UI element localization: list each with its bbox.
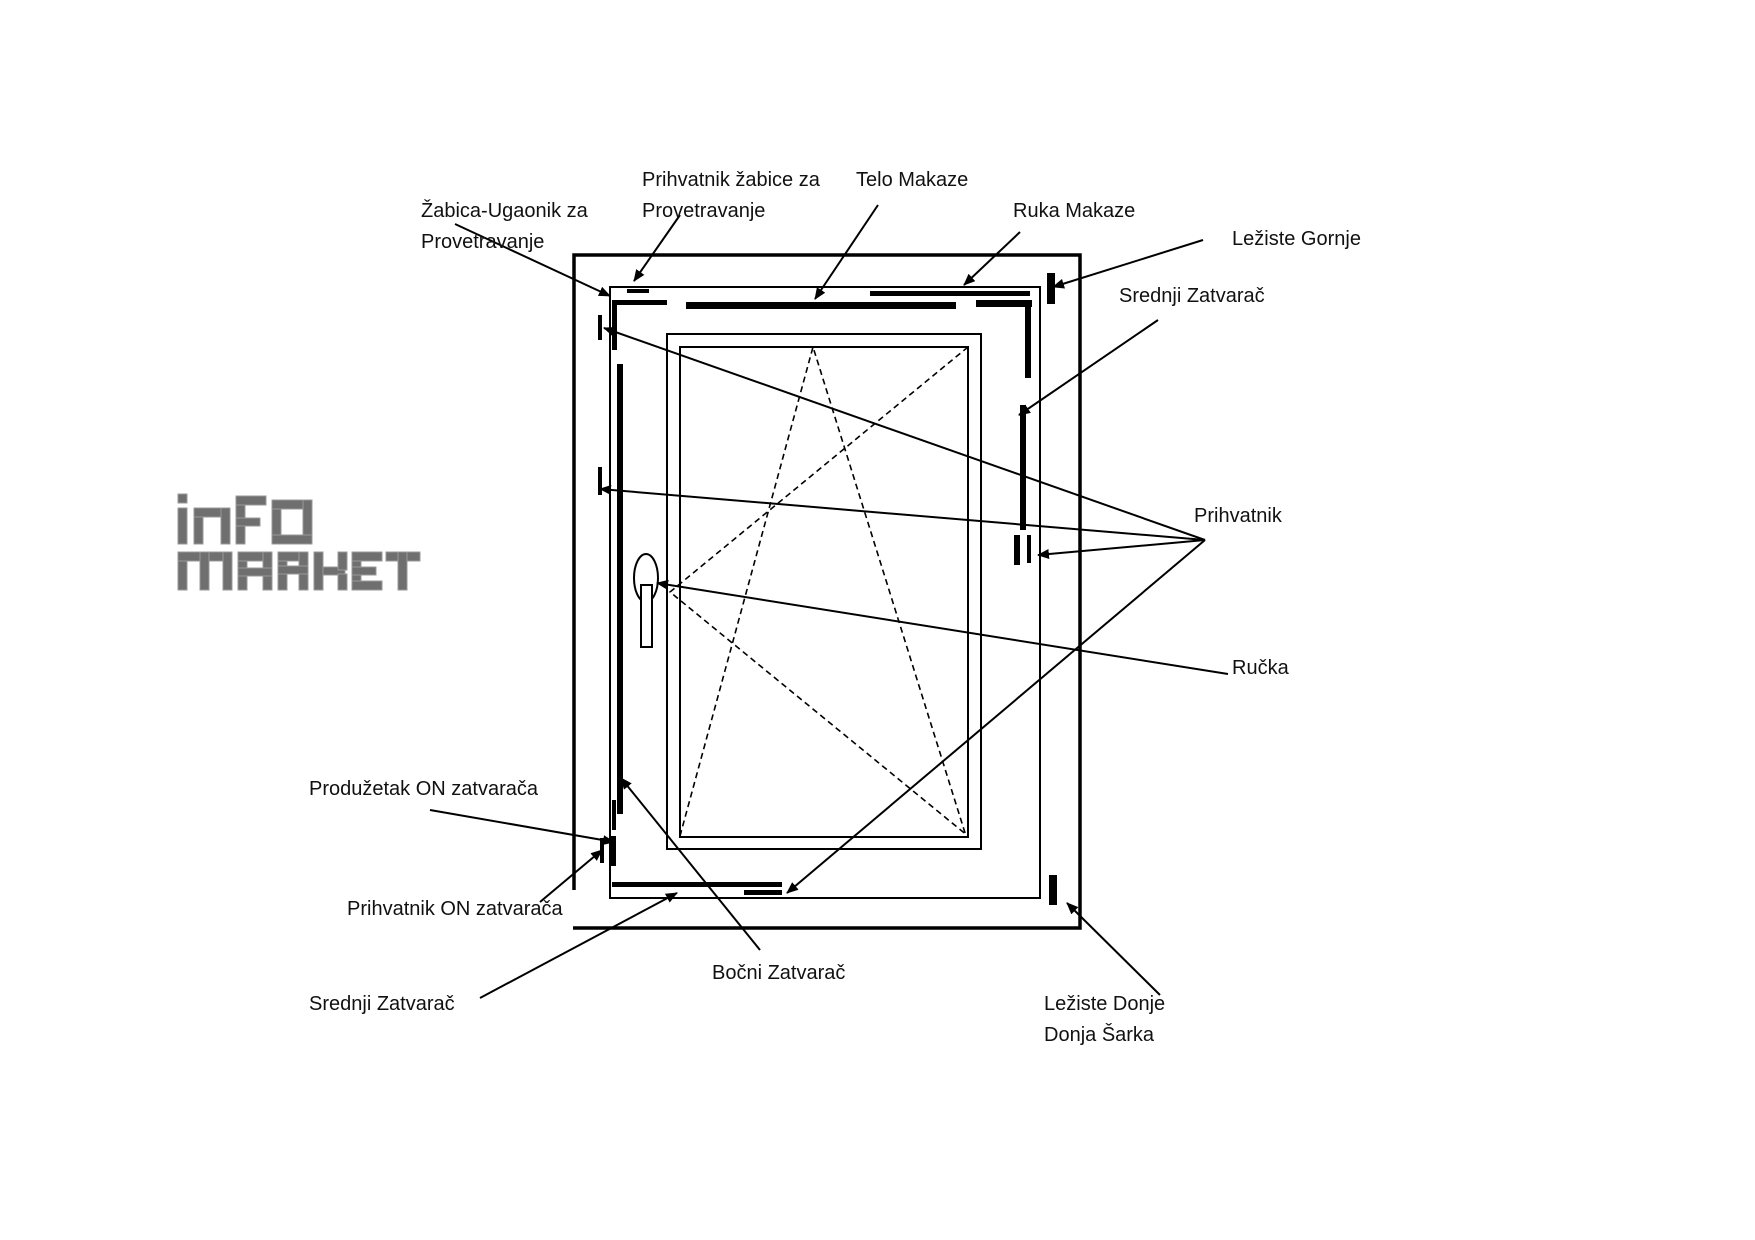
bocni-zatvarac-part xyxy=(617,364,623,814)
label-srednji-zatvarac-bottom: Srednji Zatvarač xyxy=(309,993,455,1015)
leziste-gornje-part xyxy=(1047,273,1055,304)
label-prihvatnik-on: Prihvatnik ON zatvarača xyxy=(347,898,563,920)
leziste-donje-part xyxy=(1049,875,1057,905)
srednji-zatvarac-right xyxy=(1020,405,1026,530)
label-zabica-ugaonik-line1: Žabica-Ugaonik za xyxy=(421,200,588,222)
label-srednji-zatvarac-top: Srednji Zatvarač xyxy=(1119,285,1265,307)
prihvatnik-left-mid xyxy=(598,467,602,495)
hardware xyxy=(598,273,1057,905)
info-market-logo xyxy=(176,490,422,594)
prihvatnik-on-part xyxy=(611,836,616,866)
label-telo-makaze: Telo Makaze xyxy=(856,169,969,191)
prihvatnik-right-2 xyxy=(1027,535,1031,563)
label-prihvatnik-zabice-line2: Provetravanje xyxy=(642,200,766,222)
label-leziste-gornje: Ležiste Gornje xyxy=(1232,228,1361,250)
label-zabica-ugaonik-line2: Provetravanje xyxy=(421,231,545,253)
ruka-makaze-part xyxy=(870,291,1030,296)
leader-lines xyxy=(429,204,1229,999)
label-zabica-ugaonik: Žabica-Ugaonik za Provetravanje xyxy=(421,196,588,258)
sash xyxy=(609,286,1041,899)
zabica-ugaonik-part-v xyxy=(612,300,617,350)
label-produzetak-on: Produžetak ON zatvarača xyxy=(309,778,538,800)
handle xyxy=(633,553,659,648)
srednji-zatvarac-bottom xyxy=(612,882,782,887)
prihvatnik-right xyxy=(1014,535,1020,565)
label-ruka-makaze: Ruka Makaze xyxy=(1013,200,1136,222)
prihvatnik-zabice-part xyxy=(627,289,649,293)
label-rucka: Ručka xyxy=(1232,657,1289,679)
info-market-logo-mark xyxy=(177,493,421,591)
glass-bead xyxy=(666,333,982,850)
glass xyxy=(679,346,969,838)
prihvatnik-bottom xyxy=(744,890,782,895)
opening-indicator xyxy=(668,344,969,837)
outer-frame xyxy=(572,253,1082,930)
scissor-corner-v xyxy=(1025,300,1031,378)
zabica-ugaonik-part-h xyxy=(612,300,667,305)
label-leziste-donje-line1: Ležiste Donje xyxy=(1044,993,1166,1015)
label-prihvatnik: Prihvatnik xyxy=(1194,505,1282,527)
telo-makaze-part xyxy=(686,302,956,309)
left-bottom-v xyxy=(612,800,616,830)
label-bocni-zatvarac: Bočni Zatvarač xyxy=(712,962,846,984)
label-prihvatnik-zabice-line1: Prihvatnik žabice za xyxy=(642,169,820,191)
scissor-corner-h xyxy=(976,300,1032,307)
prihvatnik-left-top xyxy=(598,315,602,340)
label-leziste-donje: Ležiste Donje Donja Šarka xyxy=(1044,989,1165,1051)
label-leziste-donje-line2: Donja Šarka xyxy=(1044,1024,1155,1046)
label-prihvatnik-zabice: Prihvatnik žabice za Provetravanje xyxy=(642,165,820,227)
